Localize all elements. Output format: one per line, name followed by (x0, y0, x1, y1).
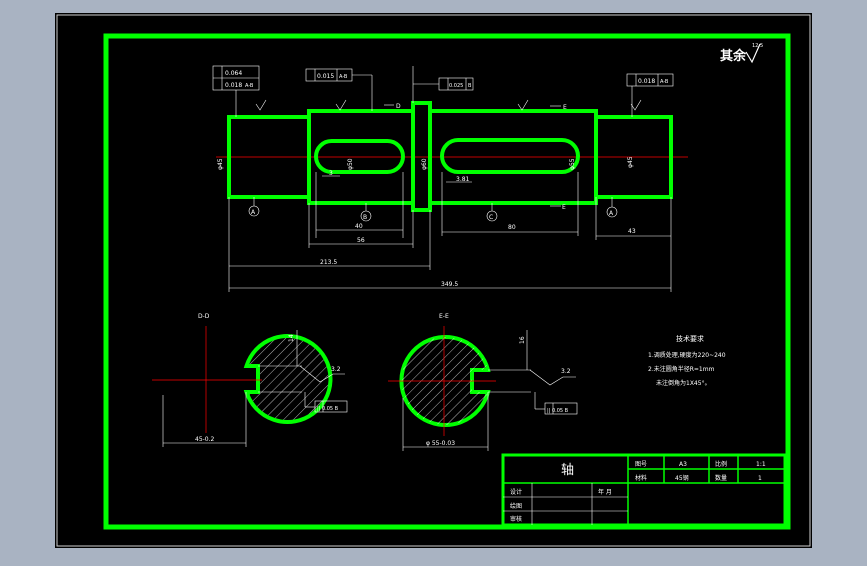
label-drawing-no: 图号 (635, 461, 647, 468)
dim-d1: φ45 (217, 158, 224, 170)
datum-circle (360, 210, 372, 222)
keyway-2 (440, 138, 580, 174)
datum-markers (248, 197, 618, 222)
tol-datum-5: A-B (660, 79, 669, 85)
datum-circle (606, 206, 618, 218)
roughness-marks (255, 99, 642, 111)
section-e-dims (402, 330, 578, 451)
section-e-e: E-E φ 55-0.03 16 3.2 || 0.05 B (388, 313, 578, 451)
label-reviewer: 审核 (510, 515, 522, 523)
value-scale: 1:1 (756, 461, 766, 468)
cut-mark-d: D (396, 103, 401, 110)
title-block-thin-grid (503, 483, 628, 525)
section-d-dims (162, 330, 348, 447)
section-label-right: E-E (439, 313, 449, 320)
dim-len-key2: 80 (508, 224, 516, 231)
section-e-diameter: φ 55-0.03 (426, 440, 455, 447)
part-name: 轴 (561, 463, 574, 478)
tol-value-5: 0.018 (638, 78, 655, 85)
roughness-mark-icon (517, 99, 529, 111)
label-scale: 比例 (715, 460, 727, 468)
keyway-1 (314, 139, 405, 174)
tol-frame-3: 0.025 B (412, 66, 474, 103)
drawing-frame (103, 33, 791, 530)
dim-ch1: 3 (329, 170, 333, 177)
dim-d5: φ45 (627, 156, 634, 168)
title-block-frame (501, 453, 787, 527)
label-drafter: 绘图 (510, 502, 522, 510)
tol-frame-1: 0.064 0.018 A-B (212, 65, 260, 117)
roughness-symbol-icon (745, 43, 761, 64)
tol-box (544, 402, 578, 415)
dim-len-step1: 56 (357, 237, 365, 244)
datum-label-b: B (363, 214, 367, 221)
tech-line-1: 1.调质处理,硬度为220~240 (648, 351, 726, 359)
tol-value-1: 0.064 (225, 70, 242, 77)
tol-value-2: 0.018 (225, 82, 242, 89)
section-label-left: D-D (198, 313, 210, 320)
section-e-tol: || 0.05 B (547, 408, 569, 414)
tech-requirements: 技术要求 1.调质处理,硬度为220~240 2.未注圆角半径R=1mm 未注倒… (648, 334, 726, 387)
roughness-note: 其余 (720, 48, 747, 64)
sheet-outline (56, 14, 811, 547)
tech-title: 技术要求 (676, 334, 704, 343)
label-date: 年 月 (598, 488, 612, 496)
section-e-keywidth: 16 (519, 336, 526, 344)
dim-lines (228, 172, 672, 292)
datum-label-c: C (489, 214, 493, 221)
dim-len-key1: 40 (355, 223, 363, 230)
label-material: 材料 (635, 474, 647, 482)
value-material: 45钢 (675, 474, 689, 482)
tol-datum-3: A-B (339, 74, 348, 80)
value-drawing-no: A3 (679, 461, 687, 468)
value-quantity: 1 (758, 475, 762, 482)
roughness-value: 12.5 (752, 43, 763, 49)
section-d-tol: || 0.05 B (317, 406, 339, 412)
tech-line-2: 2.未注圆角半径R=1mm (648, 365, 715, 373)
datum-label-a2: A (609, 210, 614, 217)
rough-leader (299, 365, 345, 383)
datum-label-a1: A (251, 209, 256, 216)
title-block: 轴 图号 A3 比例 1:1 材料 45钢 数量 1 设计 年 月 绘图 审核 (501, 453, 787, 527)
datum-circle (486, 210, 498, 222)
section-d-keywidth: 14 (288, 334, 295, 342)
shaft-segment-5 (594, 115, 673, 199)
tol-frame-2: 0.015 A-B (305, 68, 373, 111)
dim-d4: φ55 (569, 158, 576, 170)
roughness-mark-icon (630, 99, 642, 111)
cut-mark-e2: E (562, 204, 566, 211)
dim-d2: φ50 (347, 158, 354, 170)
title-block-grid (503, 455, 785, 525)
shaft-main-view: φ45 φ50 φ60 φ55 φ45 3 3.81 (212, 65, 688, 292)
dim-d3: φ60 (421, 158, 428, 170)
tol-box (314, 400, 348, 413)
tol-datum-2: A-B (245, 83, 254, 89)
tol-value-4: 0.025 (449, 83, 463, 89)
rough-leader (529, 369, 576, 386)
dim-len-total: 349.5 (441, 281, 458, 288)
tech-line-3: 未注倒角为1X45°。 (656, 379, 711, 387)
section-d-diameter: 45-0.2 (195, 436, 215, 443)
section-d-d: D-D 45-0.2 14 3.2 || 0.05 B (152, 313, 348, 447)
tol-datum-4: B (468, 83, 472, 89)
dim-len-end: 43 (628, 228, 636, 235)
drawing-sheet (55, 13, 812, 548)
section-d-rough: 3.2 (331, 366, 341, 373)
section-d-shape (243, 334, 333, 424)
label-quantity: 数量 (715, 474, 727, 482)
datum-circle (248, 205, 260, 217)
tol-box (626, 73, 674, 87)
tol-value-3: 0.015 (317, 73, 334, 80)
roughness-mark-icon (255, 99, 267, 111)
dim-len-half: 213.5 (320, 259, 337, 266)
dim-ch2: 3.81 (456, 176, 470, 183)
label-designer: 设计 (510, 488, 522, 496)
tol-frame-4: 0.018 A-B (626, 73, 674, 117)
roughness-mark-icon (335, 99, 347, 111)
section-e-rough: 3.2 (561, 368, 571, 375)
cut-mark-e: E (563, 104, 567, 111)
